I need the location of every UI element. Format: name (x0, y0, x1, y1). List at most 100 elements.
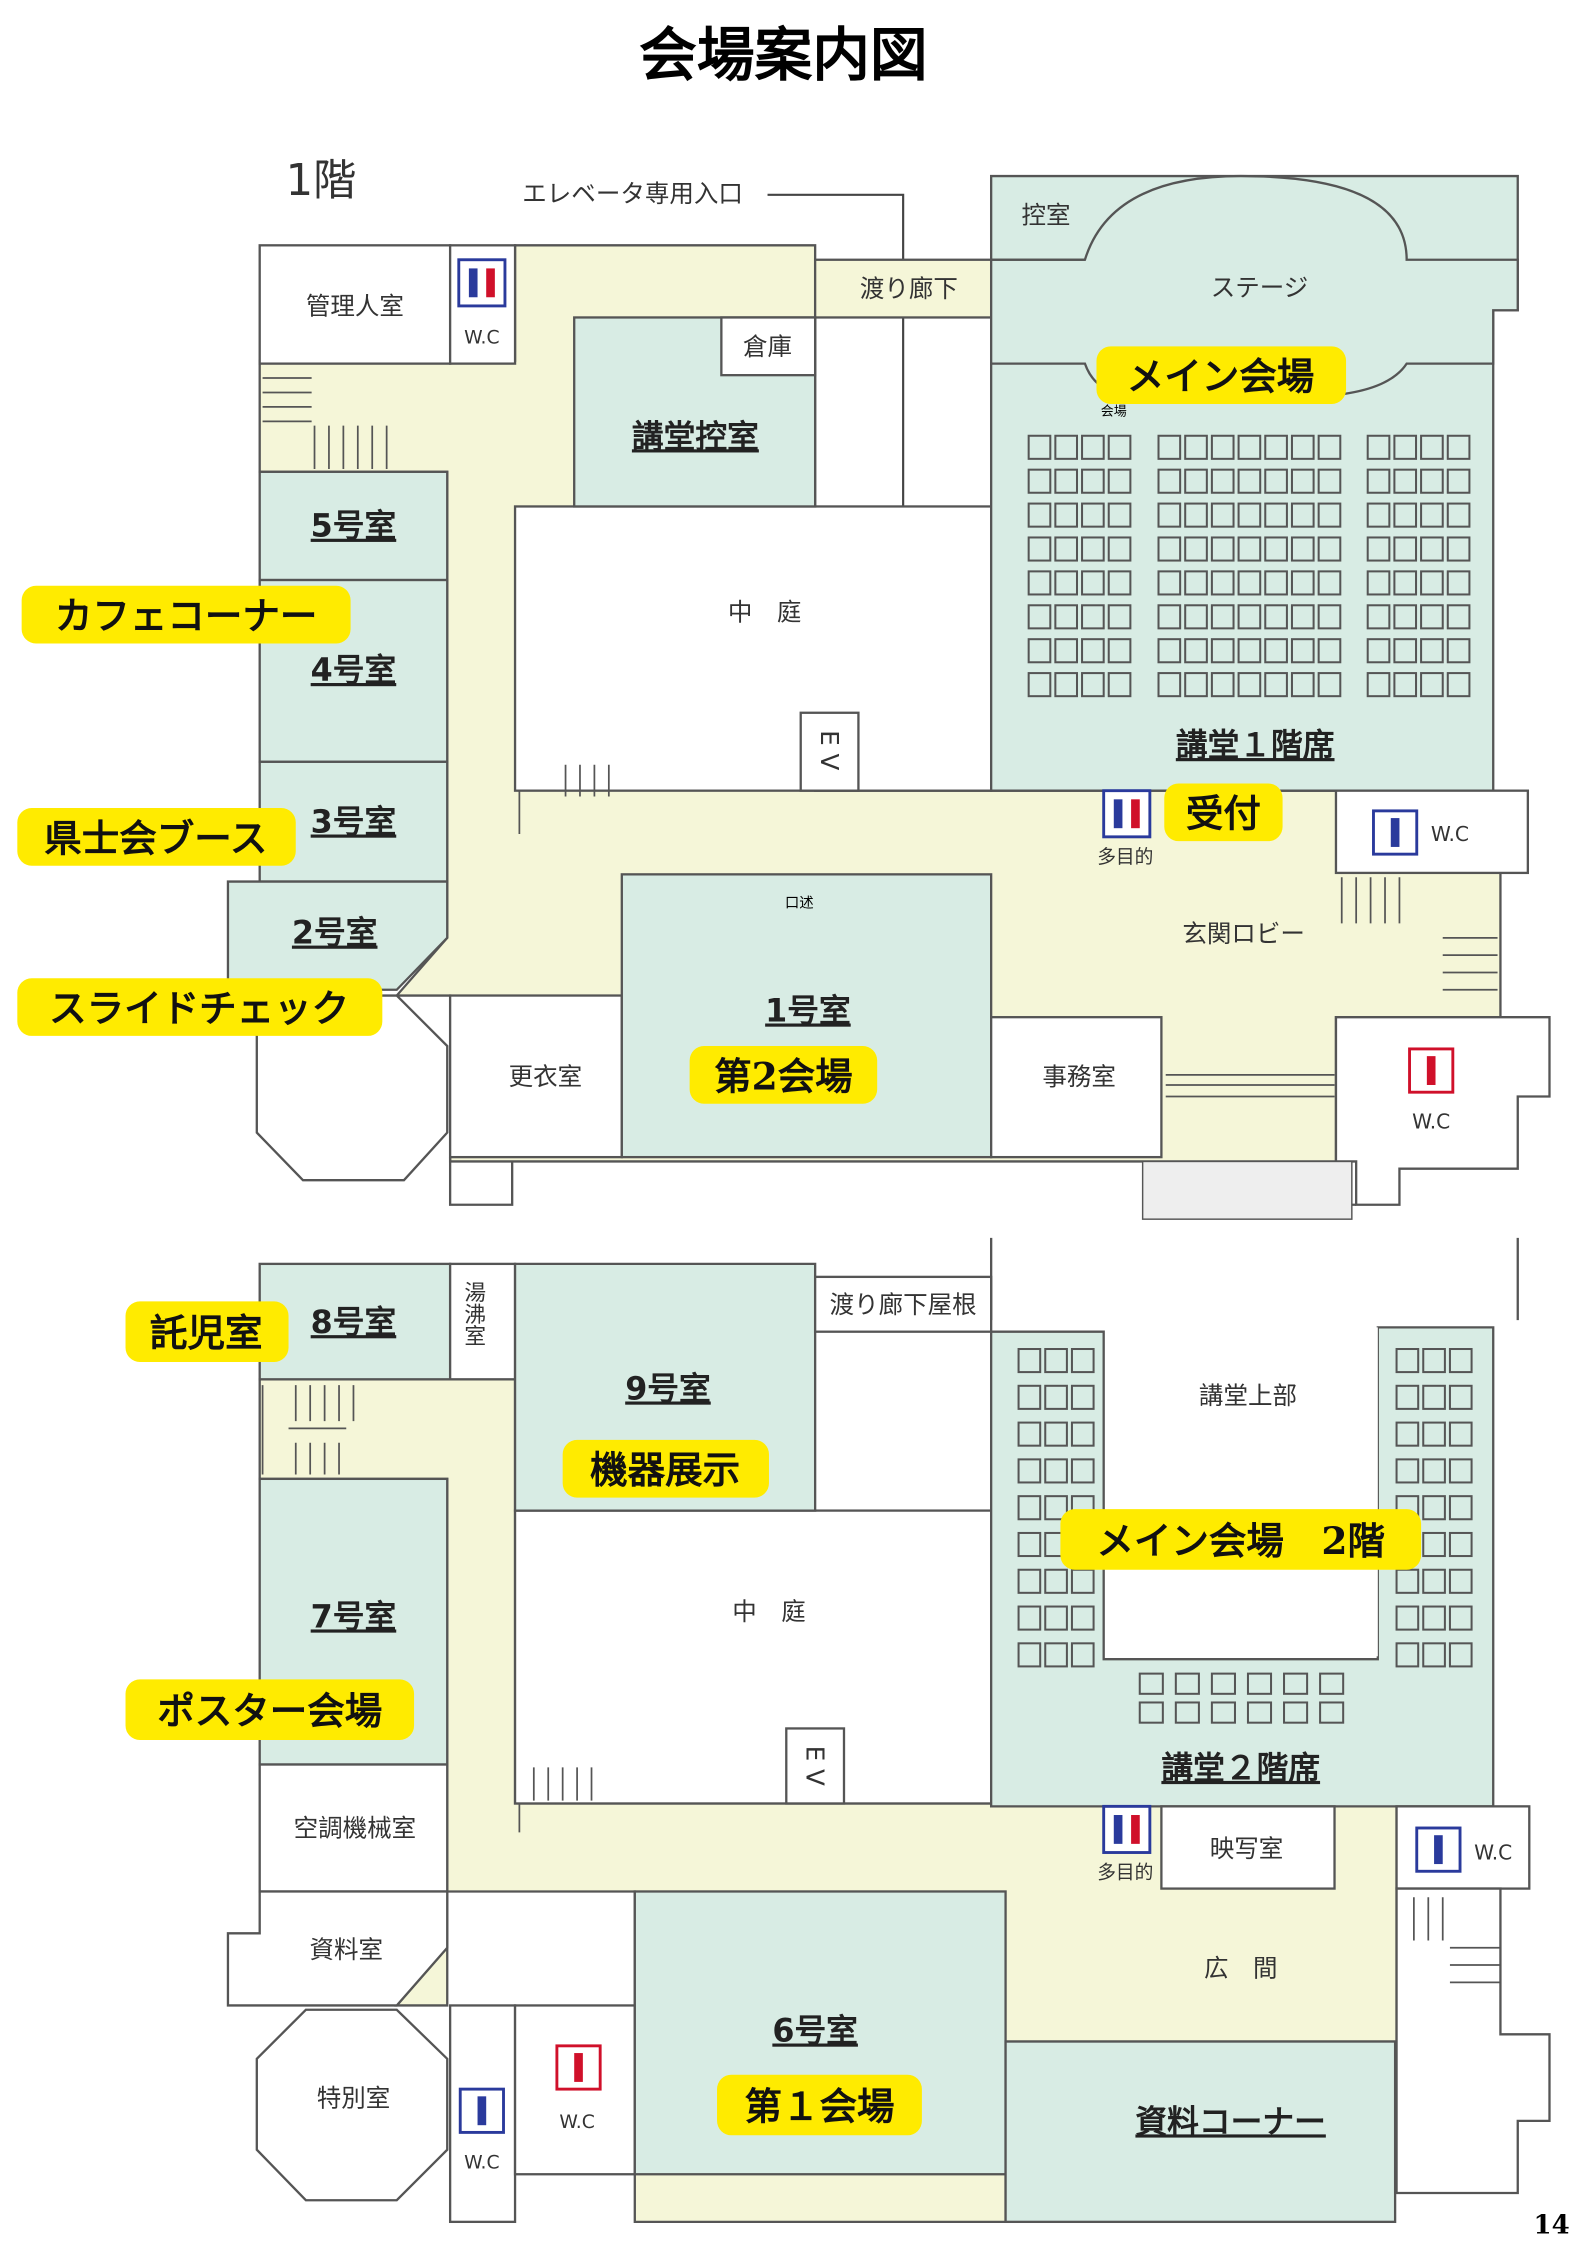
seat (1395, 1642, 1420, 1668)
female-toilet-icon (1408, 1047, 1455, 1094)
svg-text:受付: 受付 (1186, 792, 1261, 836)
seat (1393, 434, 1418, 460)
seat (1446, 468, 1471, 494)
seat (1054, 672, 1079, 698)
seat (1184, 638, 1208, 664)
seat (1317, 638, 1342, 664)
room-shiryo-corner (1004, 2040, 1397, 2224)
seat (1237, 468, 1262, 494)
seat (1070, 1642, 1095, 1668)
seat (1422, 1495, 1446, 1521)
entrance-steps (1141, 1160, 1353, 1220)
label-koudou2: 講堂２階席 (1161, 1750, 1320, 1787)
seat (1448, 1384, 1473, 1410)
label-genkan: 玄関ロビー (1182, 919, 1305, 948)
label-room6: 6号室 (772, 2013, 858, 2050)
seat (1070, 1384, 1095, 1410)
seat (1420, 570, 1444, 596)
label-tamokuteki-2: 多目的 (1097, 1861, 1153, 1883)
label-koudou-jobu: 講堂上部 (1199, 1381, 1297, 1410)
label-kouishitsu: 更衣室 (509, 1062, 583, 1091)
seat (1017, 1568, 1042, 1594)
label-tamokuteki: 多目的 (1097, 846, 1153, 868)
room-eisha (1160, 1805, 1336, 1890)
seat (1393, 502, 1418, 528)
seat (1395, 1421, 1420, 1447)
seat (1283, 1701, 1309, 1724)
toilet-icon (1102, 789, 1152, 839)
seat (1157, 672, 1182, 698)
seat (1395, 1347, 1420, 1374)
seat (1264, 536, 1288, 562)
seat (1027, 672, 1052, 698)
seat (1448, 1421, 1473, 1447)
seat (1290, 570, 1315, 596)
seat (1290, 536, 1315, 562)
female-toilet-icon (555, 2044, 602, 2091)
room-jimushitsu (989, 1016, 1163, 1159)
seat (1393, 536, 1418, 562)
seat (1107, 536, 1132, 562)
seat (1237, 434, 1262, 460)
seat (1448, 1531, 1473, 1558)
seat (1017, 1495, 1042, 1521)
seat (1420, 604, 1444, 630)
seat (1081, 604, 1105, 630)
seat-grid-floor1 (1027, 434, 1471, 698)
seat (1054, 434, 1079, 460)
seat (1107, 604, 1132, 630)
seat (1184, 434, 1208, 460)
seat (1393, 672, 1418, 698)
seat (1017, 1458, 1042, 1484)
seat (1017, 1384, 1042, 1410)
seat (1290, 672, 1315, 698)
tag-slide-check: スライドチェック (17, 978, 383, 1036)
seat (1054, 638, 1079, 664)
label-wc-2a: W.C (464, 2152, 499, 2173)
label-eisha: 映写室 (1210, 1834, 1284, 1863)
seat (1420, 468, 1444, 494)
toilet-icon (1102, 1804, 1152, 1854)
label-room5: 5号室 (311, 508, 397, 545)
seat (1054, 570, 1079, 596)
seat (1264, 468, 1288, 494)
seat (1070, 1347, 1095, 1374)
label-kanri: 管理人室 (306, 292, 404, 321)
seat (1237, 502, 1262, 528)
seat (1027, 502, 1052, 528)
label-room9: 9号室 (625, 1371, 711, 1408)
seat (1395, 1568, 1420, 1594)
seat (1027, 638, 1052, 664)
seat (1081, 672, 1105, 698)
seat (1290, 604, 1315, 630)
label-wc-c: W.C (1412, 1109, 1450, 1133)
label-koudou1: 講堂１階席 (1176, 727, 1335, 764)
label-room7: 7号室 (311, 1598, 397, 1635)
seat (1210, 1672, 1236, 1695)
seat (1044, 1605, 1068, 1631)
seat (1070, 1458, 1095, 1484)
seat (1174, 1672, 1200, 1695)
seat (1246, 1672, 1273, 1695)
seat (1366, 570, 1391, 596)
seat (1237, 570, 1262, 596)
room-5 (258, 470, 449, 582)
seat (1017, 1531, 1042, 1558)
label-koujutsu: 口述 (785, 895, 814, 912)
seat (1081, 468, 1105, 494)
seat (1264, 502, 1288, 528)
room-souko (720, 316, 817, 377)
male-toilet-icon (1415, 1826, 1462, 1873)
seat (1184, 468, 1208, 494)
seat (1446, 536, 1471, 562)
seat (1138, 1701, 1164, 1724)
seat (1107, 672, 1132, 698)
label-yuwakashi: 湯沸室 (461, 1281, 486, 1346)
seat (1366, 604, 1391, 630)
seat (1317, 536, 1342, 562)
seat (1174, 1701, 1200, 1724)
tag-cafe-corner: カフェコーナー (21, 585, 351, 644)
seat (1054, 468, 1079, 494)
seat (1157, 502, 1182, 528)
seat (1422, 1347, 1446, 1374)
